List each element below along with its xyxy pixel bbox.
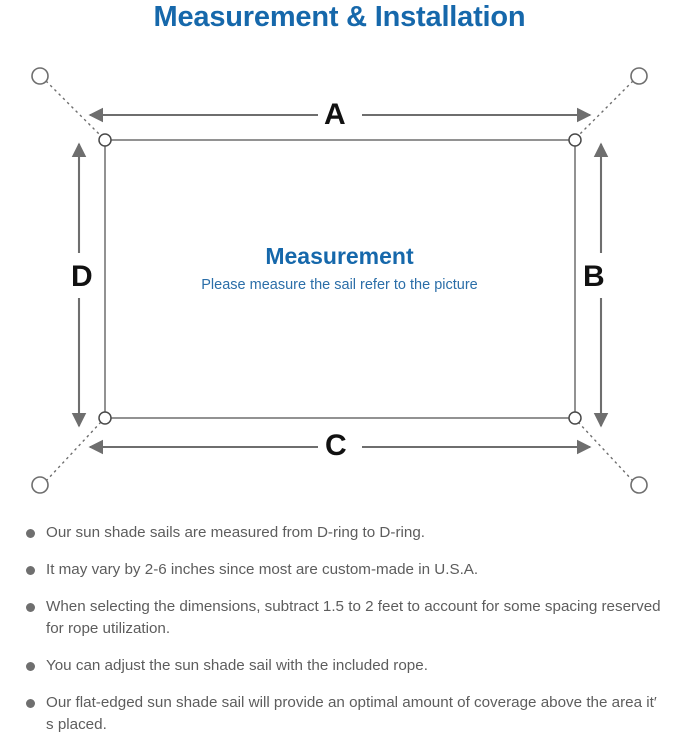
list-item: It may vary by 2-6 inches since most are…	[26, 559, 661, 581]
list-item: You can adjust the sun shade sail with t…	[26, 655, 661, 677]
rope-bottom-right	[577, 421, 634, 482]
bullet-icon	[26, 529, 35, 538]
d-ring-bottom-left-icon	[98, 411, 112, 425]
note-text: It may vary by 2-6 inches since most are…	[46, 561, 479, 578]
note-text: You can adjust the sun shade sail with t…	[46, 657, 428, 674]
diagram-svg	[31, 67, 648, 494]
page-title: Measurement & Installation	[153, 1, 526, 33]
sail-d-rings	[98, 133, 582, 425]
note-text: When selecting the dimensions, subtract …	[46, 598, 661, 637]
sail-rectangle	[104, 139, 576, 419]
list-item: When selecting the dimensions, subtract …	[26, 596, 661, 640]
dimension-label-a: A	[324, 98, 346, 131]
dimension-arrows	[71, 107, 609, 455]
dimension-label-c: C	[325, 429, 347, 462]
measurement-heading: Measurement	[265, 243, 414, 269]
measurement-subtitle: Please measure the sail refer to the pic…	[201, 277, 478, 293]
rope-top-right	[577, 80, 634, 137]
d-ring-top-right-icon	[568, 133, 582, 147]
d-ring-top-left-icon	[98, 133, 112, 147]
note-text: Our flat-edged sun shade sail will provi…	[46, 694, 657, 733]
anchor-top-left-icon	[31, 67, 49, 85]
bullet-icon	[26, 603, 35, 612]
rope-connectors	[45, 80, 634, 482]
list-item: Our sun shade sails are measured from D-…	[26, 522, 661, 544]
anchor-points	[31, 67, 648, 494]
dimension-label-d: D	[71, 260, 93, 293]
dimension-label-b: B	[583, 260, 605, 293]
list-item: Our flat-edged sun shade sail will provi…	[26, 692, 661, 736]
anchor-top-right-icon	[630, 67, 648, 85]
measurement-diagram	[0, 48, 679, 518]
d-ring-bottom-right-icon	[568, 411, 582, 425]
bullet-icon	[26, 699, 35, 708]
note-text: Our sun shade sails are measured from D-…	[46, 524, 425, 541]
anchor-bottom-right-icon	[630, 476, 648, 494]
bullet-icon	[26, 662, 35, 671]
notes-list: Our sun shade sails are measured from D-…	[0, 522, 679, 736]
rope-bottom-left	[45, 421, 102, 482]
anchor-bottom-left-icon	[31, 476, 49, 494]
rope-top-left	[45, 80, 102, 137]
bullet-icon	[26, 566, 35, 575]
